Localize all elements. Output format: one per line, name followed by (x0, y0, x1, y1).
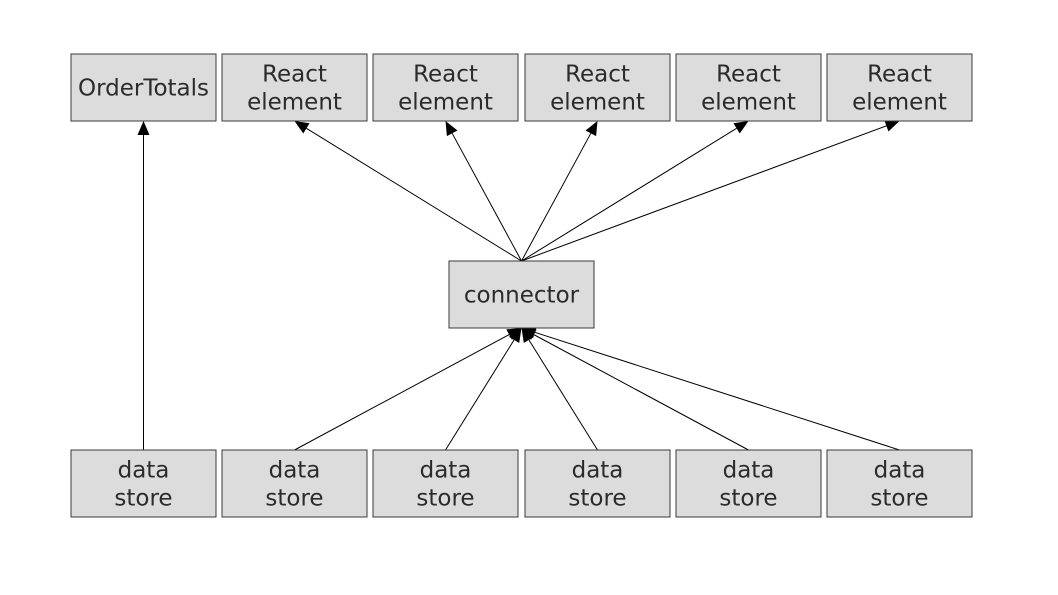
react-element-1-label-line-2: element (247, 90, 342, 116)
react-element-4-label-line-2: element (701, 90, 796, 116)
arrowhead-connector-to-react-element-5 (884, 120, 900, 132)
data-store-2-rect (221, 449, 368, 518)
arrowhead-connector-to-react-element-4 (733, 121, 749, 134)
arrowhead-data-store-1-to-order-totals (137, 121, 150, 135)
data-store-2-label-line-2: store (265, 486, 323, 512)
nodes-layer: OrderTotalsReactelementReactelementReact… (70, 53, 973, 518)
arrowhead-data-store-3-to-connector (509, 328, 522, 344)
arrowhead-connector-to-react-element-1 (294, 121, 310, 134)
edge-data-store-6-to-connector (534, 331, 900, 451)
data-store-5-rect (675, 449, 822, 518)
edge-connector-to-react-element-5 (521, 125, 887, 262)
order-totals-box: OrderTotals (70, 53, 217, 122)
data-store-4-rect (524, 449, 671, 518)
data-store-3-label-line-1: data (420, 458, 472, 484)
react-element-5-label-line-2: element (852, 90, 947, 116)
data-store-5-label-line-1: data (723, 458, 775, 484)
connector-label-line-1: connector (464, 283, 580, 309)
data-store-4-label-line-2: store (568, 486, 626, 512)
react-element-3-label-line-2: element (550, 90, 645, 116)
data-store-1-label-line-2: store (114, 486, 172, 512)
react-element-5-label-line-1: React (867, 62, 932, 88)
arrowhead-connector-to-react-element-2 (445, 121, 458, 137)
react-element-1-rect (221, 53, 368, 122)
react-element-1-label-line-1: React (262, 62, 327, 88)
data-store-1-label-line-1: data (118, 458, 170, 484)
data-store-5-label-line-2: store (719, 486, 777, 512)
react-element-4-rect (675, 53, 822, 122)
edge-connector-to-react-element-2 (451, 133, 522, 262)
react-element-2-label-line-1: React (413, 62, 478, 88)
react-element-3-label-line-1: React (565, 62, 630, 88)
data-store-6-label-line-1: data (874, 458, 926, 484)
react-element-3-rect (524, 53, 671, 122)
edge-connector-to-react-element-3 (521, 133, 592, 262)
data-store-3-label-line-2: store (416, 486, 474, 512)
order-totals-label-line-1: OrderTotals (78, 76, 209, 102)
arrowhead-connector-to-react-element-3 (585, 121, 598, 137)
edge-data-store-5-to-connector (533, 334, 749, 451)
react-element-2-rect (372, 53, 519, 122)
react-element-4-label-line-1: React (716, 62, 781, 88)
connector-box: connector (448, 260, 595, 329)
arrowhead-data-store-6-to-connector (521, 326, 537, 339)
edge-connector-to-react-element-1 (306, 127, 522, 262)
connector-rect (448, 260, 595, 329)
data-store-3-rect (372, 449, 519, 518)
edge-data-store-4-to-connector (528, 339, 598, 451)
react-element-2-label-line-2: element (398, 90, 493, 116)
data-store-6-rect (826, 449, 973, 518)
data-store-4-label-line-1: data (572, 458, 624, 484)
react-element-5-rect (826, 53, 973, 122)
edge-data-store-2-to-connector (294, 334, 510, 451)
edge-data-store-3-to-connector (445, 339, 515, 451)
order-totals-rect (70, 53, 217, 122)
edge-connector-to-react-element-4 (521, 127, 737, 262)
data-store-6-label-line-2: store (870, 486, 928, 512)
data-store-1-rect (70, 449, 217, 518)
data-store-2-label-line-1: data (269, 458, 321, 484)
edges-layer (137, 120, 900, 451)
